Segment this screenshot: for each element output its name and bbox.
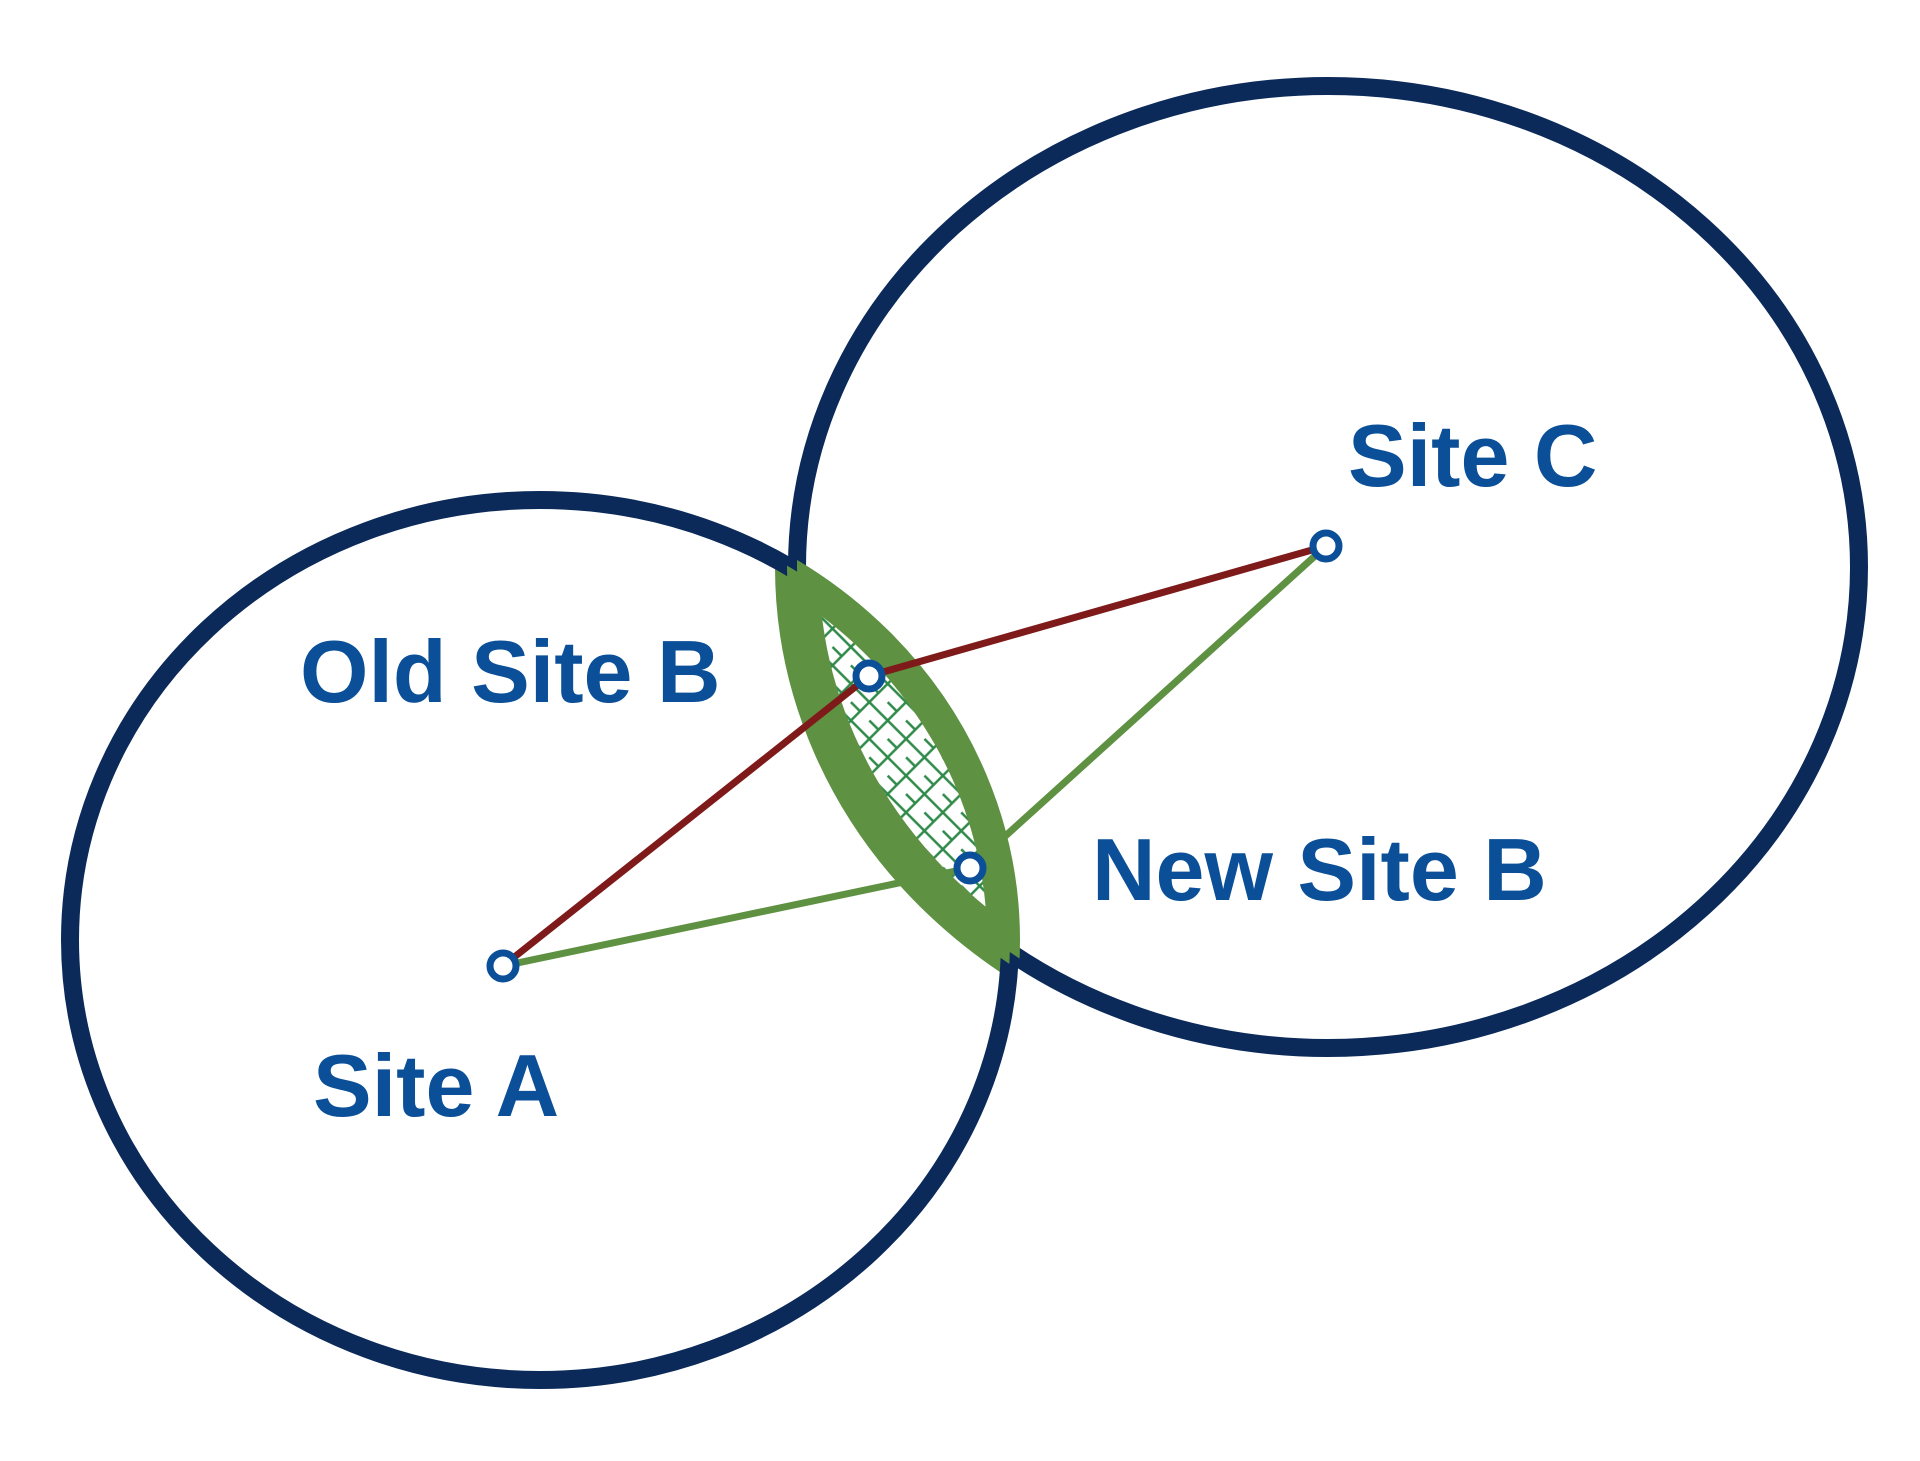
new-link-new-site-b-to-site-c bbox=[967, 543, 1329, 871]
overlap-edge-a bbox=[797, 490, 1020, 1048]
old-site-b-label: Old Site B bbox=[300, 622, 721, 721]
new-site-b-node-icon bbox=[953, 851, 987, 885]
new-site-b-label: New Site B bbox=[1092, 820, 1547, 919]
site-c-node-icon bbox=[1309, 529, 1343, 563]
site-c-label: Site C bbox=[1348, 406, 1597, 505]
site-a-node-icon bbox=[486, 949, 520, 983]
old-link-old-site-b-to-site-c bbox=[868, 542, 1327, 680]
site-a-label: Site A bbox=[313, 1036, 559, 1135]
old-site-b-node-icon bbox=[852, 659, 886, 693]
old-link-site-a-to-old-site-b bbox=[500, 673, 872, 969]
new-link-site-a-to-new-site-b bbox=[502, 864, 971, 970]
